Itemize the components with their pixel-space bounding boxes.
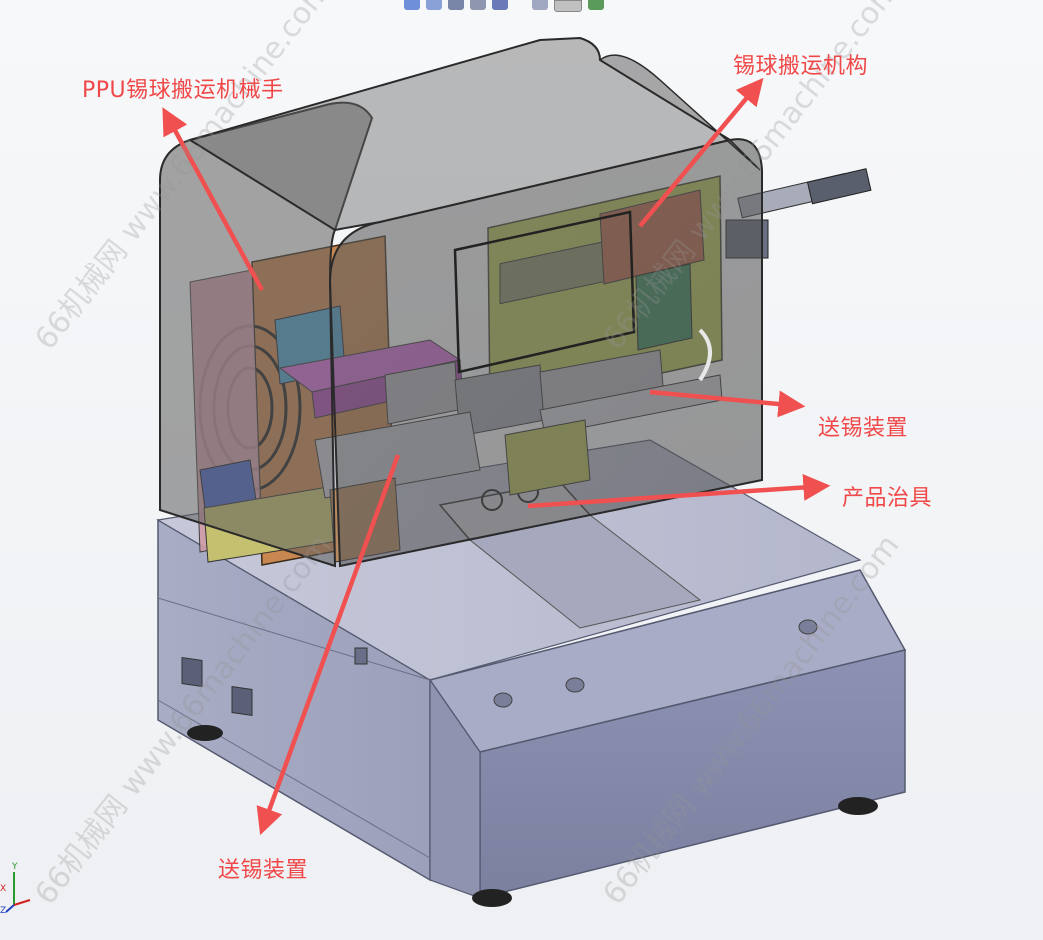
axis-triad	[5, 872, 31, 913]
display-style-icon[interactable]	[492, 0, 508, 10]
axis-z-label: Z	[0, 906, 7, 916]
enclosure-back-edge	[598, 54, 761, 171]
panel-hole	[798, 619, 818, 635]
arrow-feed-right	[649, 389, 806, 418]
cylinder-head	[806, 168, 872, 205]
transparent-enclosure	[159, 36, 763, 568]
foot	[187, 725, 223, 741]
arrow-ball-transfer	[638, 77, 764, 228]
appearance-icon[interactable]	[532, 0, 548, 10]
vent-cutout	[231, 686, 253, 716]
latch	[354, 647, 368, 665]
foot	[838, 797, 878, 815]
panel-hole	[493, 692, 513, 708]
label-ppu-robot: PPU锡球搬运机械手	[82, 78, 284, 103]
arrow-feed-bottom	[256, 454, 401, 836]
section-view-icon[interactable]	[470, 0, 486, 10]
scene-icon[interactable]	[554, 0, 582, 12]
rotate-icon[interactable]	[448, 0, 464, 10]
view-orientation-icon[interactable]	[404, 0, 420, 10]
monitor-icon[interactable]	[588, 0, 604, 10]
label-ball-transfer: 锡球搬运机构	[733, 54, 869, 79]
axis-x-label: X	[0, 884, 7, 894]
arrow-fixture	[527, 473, 831, 509]
zoom-icon[interactable]	[426, 0, 442, 10]
arrow-ppu-robot	[162, 107, 264, 292]
foot	[472, 889, 512, 907]
label-feed-right: 送锡装置	[818, 416, 909, 441]
label-feed-bottom: 送锡装置	[218, 858, 309, 883]
view-toolbar	[404, 0, 604, 12]
axis-y-label: Y	[12, 862, 18, 872]
vent-cutout	[181, 657, 203, 687]
annotation-arrows	[162, 77, 831, 836]
panel-hole	[565, 677, 585, 693]
window-frame	[453, 210, 636, 374]
label-fixture: 产品治具	[842, 486, 933, 511]
vent-slot	[698, 328, 712, 382]
enclosure-left-panel	[159, 101, 374, 568]
